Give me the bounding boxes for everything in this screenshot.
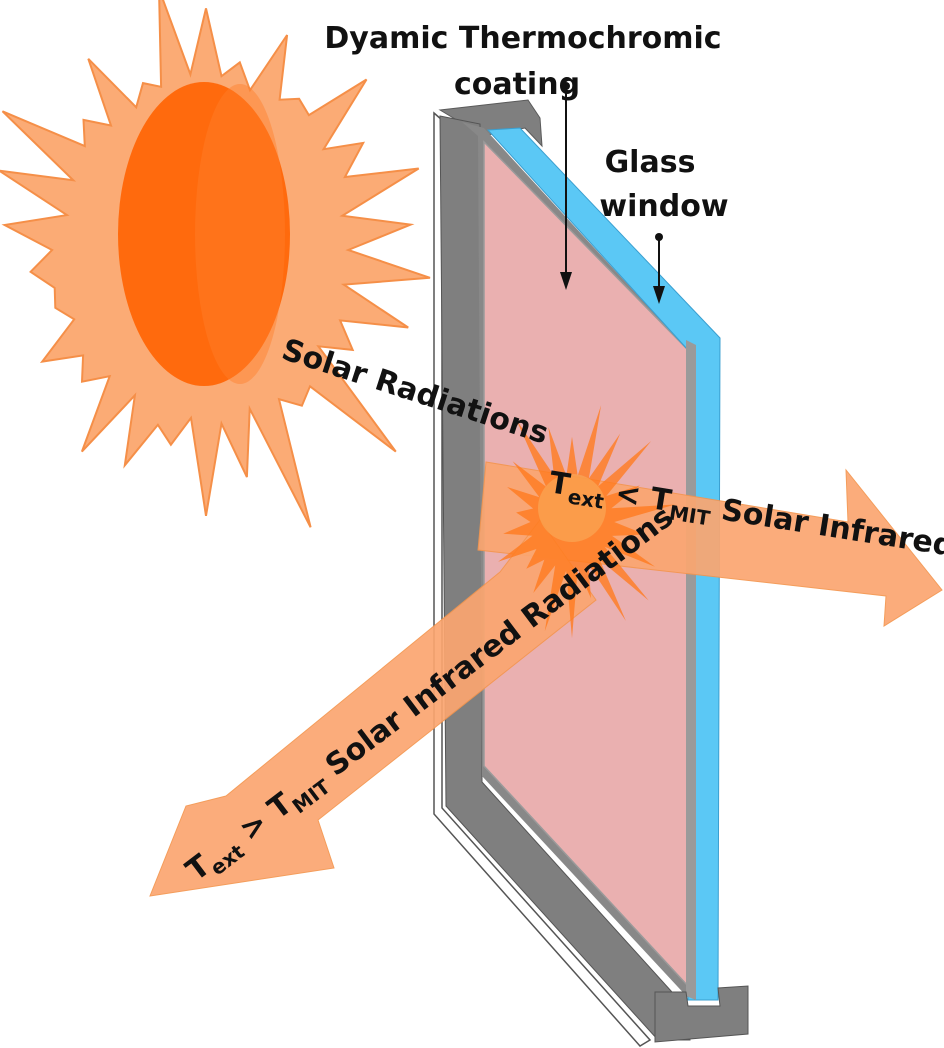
glass-label-line1: Glass — [605, 145, 696, 180]
coating-pointer — [560, 82, 572, 290]
glass-label-line2: window — [599, 189, 728, 224]
sun-icon — [0, 0, 431, 528]
coating-label-line2: coating — [454, 67, 580, 102]
frame-bottom-clip — [654, 985, 749, 1043]
transmitted-op: < — [603, 474, 654, 516]
frame-right-rim — [686, 340, 696, 1000]
reflected-arrow — [149, 519, 597, 897]
sun-core — [118, 82, 290, 386]
glass-pointer — [653, 233, 665, 304]
sun-core-highlight — [195, 84, 285, 384]
transmitted-ext-sub: ext — [566, 484, 606, 513]
coating-label-line1: Dyamic Thermochromic — [324, 21, 721, 56]
impact-core — [538, 474, 606, 542]
